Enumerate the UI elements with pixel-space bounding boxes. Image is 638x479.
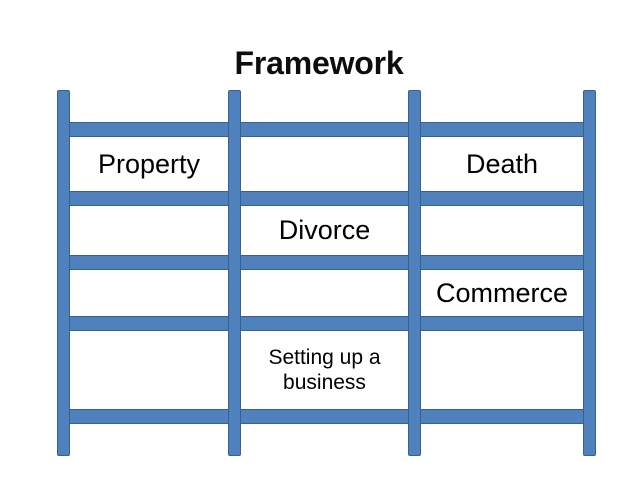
rung-4	[57, 316, 596, 331]
rung-2	[57, 191, 596, 206]
cell-commerce: Commerce	[435, 277, 569, 308]
page-title: Framework	[234, 45, 404, 81]
cell-property: Property	[97, 148, 201, 179]
cell-setting-up-a-business: Setting up a business	[268, 346, 381, 394]
rail-1	[57, 90, 70, 456]
cell-divorce: Divorce	[278, 215, 371, 245]
rung-3	[57, 255, 596, 270]
rail-3	[408, 90, 421, 456]
cell-death: Death	[465, 148, 539, 179]
rail-4	[583, 90, 596, 456]
rail-2	[228, 90, 241, 456]
rung-1	[57, 122, 596, 137]
rung-5	[57, 409, 596, 424]
